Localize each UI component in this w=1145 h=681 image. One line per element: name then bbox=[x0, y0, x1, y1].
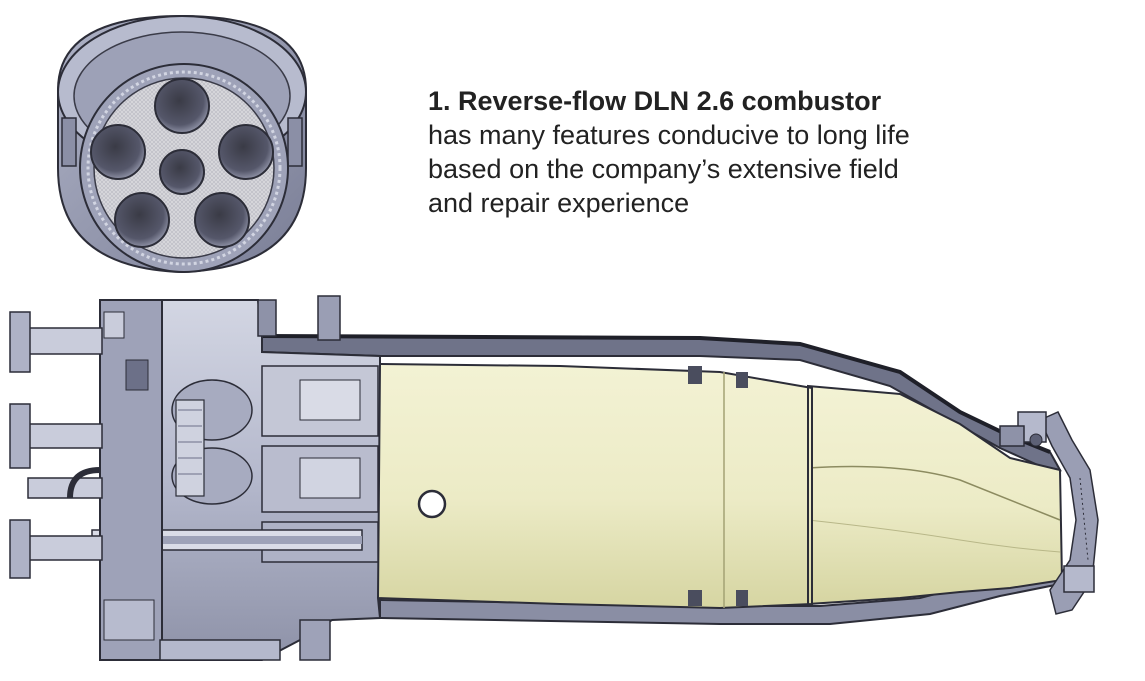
fuel-nozzle-openings bbox=[90, 78, 274, 248]
caption-line-1: has many features conducive to long life bbox=[428, 120, 910, 150]
fuel-nozzle-left bbox=[90, 124, 146, 180]
dilution-hole bbox=[417, 489, 447, 519]
fuel-nozzle-bodies bbox=[171, 365, 379, 563]
fuel-nozzle-bottom-left bbox=[114, 192, 170, 248]
fuel-inlet-flange-1 bbox=[9, 311, 31, 373]
fuel-nozzle-bottom-right bbox=[194, 192, 250, 248]
combustor-cutaway bbox=[9, 295, 1099, 661]
caption-title: 1. Reverse-flow DLN 2.6 combustor bbox=[428, 86, 882, 116]
fuel-inlet-pipes bbox=[9, 311, 103, 579]
sleeve-fasteners bbox=[688, 366, 748, 606]
fuel-inlet-flange-3 bbox=[9, 519, 31, 579]
casing-flange bbox=[257, 299, 277, 337]
figure-caption: 1. Reverse-flow DLN 2.6 combustor has ma… bbox=[428, 84, 1068, 220]
combustion-liner bbox=[377, 362, 813, 610]
caption-line-2: based on the company’s extensive field bbox=[428, 154, 899, 184]
fuel-nozzle-right bbox=[218, 124, 274, 180]
transition-exit-frame bbox=[999, 411, 1099, 615]
end-cap-inset bbox=[57, 14, 307, 274]
fuel-nozzle-top bbox=[154, 78, 210, 134]
fuel-nozzle-center bbox=[159, 149, 205, 195]
fuel-inlet-flange-2 bbox=[9, 403, 31, 469]
end-cap-tab-left bbox=[61, 117, 77, 167]
casing-lug-bottom bbox=[299, 619, 331, 661]
caption-line-3: and repair experience bbox=[428, 188, 690, 218]
end-cap-tab-right bbox=[287, 117, 303, 167]
